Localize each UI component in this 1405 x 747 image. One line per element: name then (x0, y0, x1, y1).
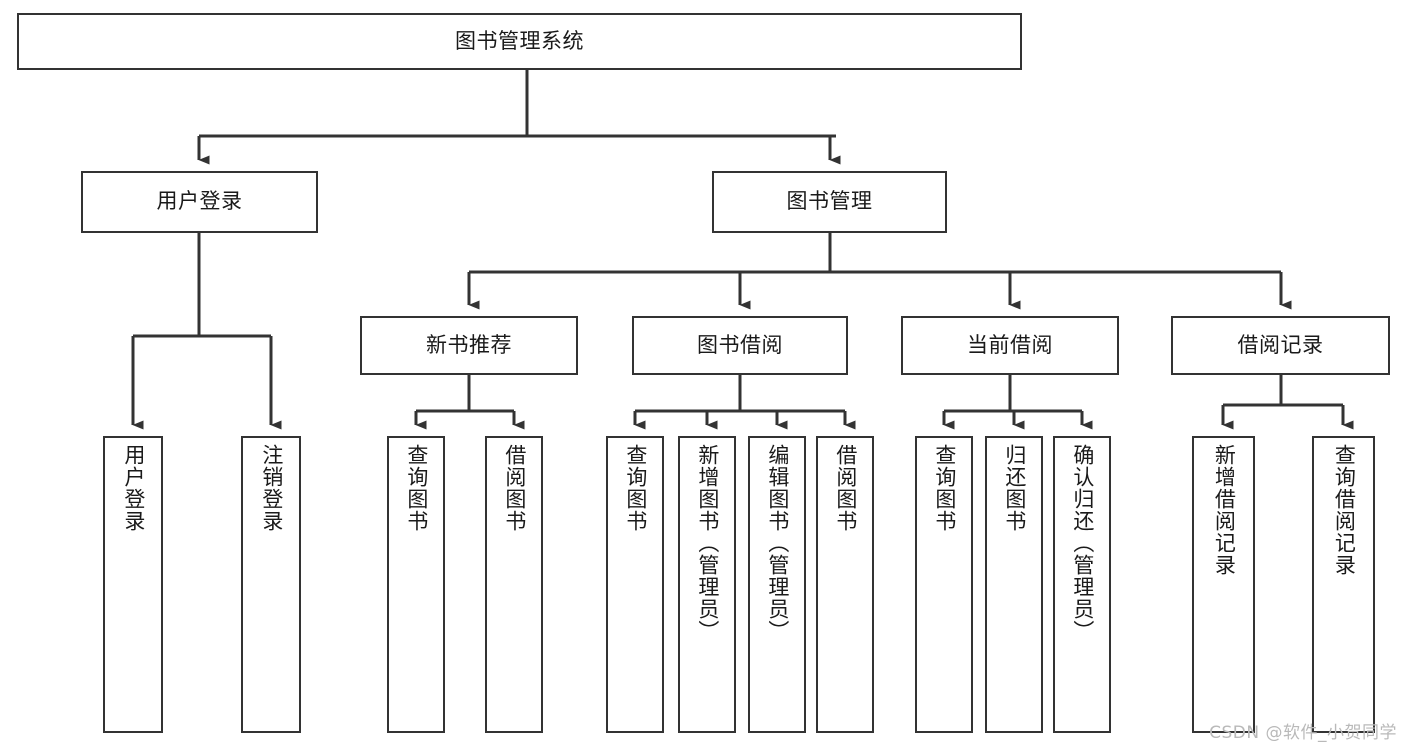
leaf-node-label: 查询图书 (623, 444, 648, 532)
leaf-node[interactable]: 确认归还（管理员） (1053, 436, 1111, 733)
node-borrow-records-label: 借阅记录 (1237, 332, 1324, 357)
leaf-node-label: 借阅图书 (833, 444, 858, 532)
leaf-node[interactable]: 借阅图书 (816, 436, 874, 733)
node-book-management-label: 图书管理 (786, 189, 873, 214)
leaf-node[interactable]: 用户登录 (103, 436, 163, 733)
leaf-node-label: 查询图书 (404, 444, 429, 532)
leaf-node-label: 查询借阅记录 (1332, 444, 1357, 576)
leaf-node-label: 借阅图书 (502, 444, 527, 532)
leaf-node[interactable]: 归还图书 (985, 436, 1043, 733)
leaf-node[interactable]: 编辑图书（管理员） (748, 436, 806, 733)
leaf-node-label: 查询图书 (932, 444, 957, 532)
leaf-node-label: 注销登录 (259, 444, 284, 532)
node-new-book-recommend[interactable]: 新书推荐 (360, 316, 578, 375)
node-root[interactable]: 图书管理系统 (17, 13, 1022, 70)
leaf-node-label: 编辑图书（管理员） (765, 444, 790, 642)
leaf-node-label: 新增图书（管理员） (695, 444, 720, 642)
leaf-node-label: 归还图书 (1002, 444, 1027, 532)
leaf-node[interactable]: 查询图书 (387, 436, 445, 733)
leaf-node[interactable]: 查询图书 (606, 436, 664, 733)
leaf-node[interactable]: 新增图书（管理员） (678, 436, 736, 733)
node-user-login[interactable]: 用户登录 (81, 171, 318, 233)
leaf-node[interactable]: 查询借阅记录 (1312, 436, 1375, 733)
leaf-node-label: 确认归还（管理员） (1070, 444, 1095, 642)
node-new-book-recommend-label: 新书推荐 (426, 332, 512, 357)
leaf-node[interactable]: 注销登录 (241, 436, 301, 733)
leaf-node[interactable]: 借阅图书 (485, 436, 543, 733)
node-user-login-label: 用户登录 (156, 189, 243, 214)
node-current-borrow[interactable]: 当前借阅 (901, 316, 1119, 375)
leaf-node[interactable]: 新增借阅记录 (1192, 436, 1255, 733)
node-root-label: 图书管理系统 (455, 28, 584, 53)
node-book-borrow[interactable]: 图书借阅 (632, 316, 848, 375)
node-borrow-records[interactable]: 借阅记录 (1171, 316, 1390, 375)
node-current-borrow-label: 当前借阅 (967, 332, 1053, 357)
node-book-borrow-label: 图书借阅 (697, 332, 783, 357)
leaf-node-label: 用户登录 (121, 444, 146, 532)
node-book-management[interactable]: 图书管理 (712, 171, 947, 233)
leaf-node-label: 新增借阅记录 (1212, 444, 1237, 576)
csdn-watermark: CSDN @软件_小贺同学 (1209, 723, 1397, 743)
leaf-node[interactable]: 查询图书 (915, 436, 973, 733)
